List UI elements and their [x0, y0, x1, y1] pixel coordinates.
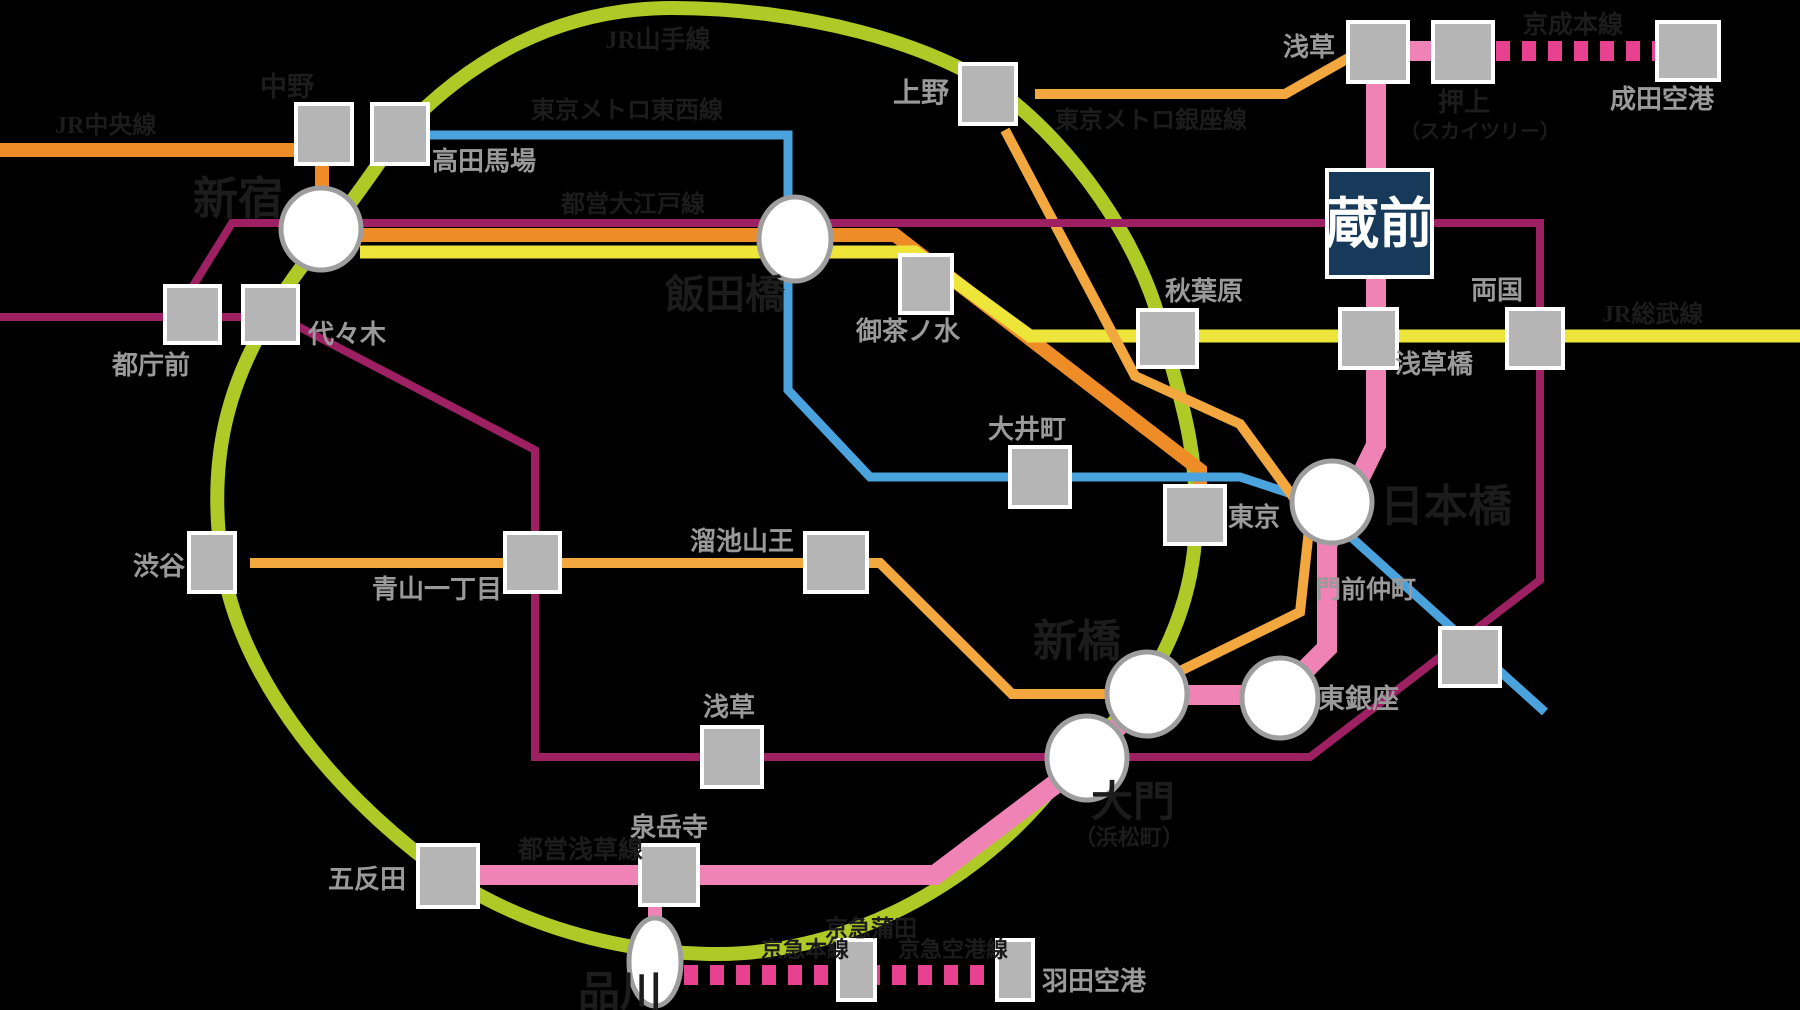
- lbl-kuramae: 蔵前: [1325, 194, 1433, 254]
- lbl-iidabashi: 飯田橋: [665, 272, 785, 317]
- rail-line-ginza: [250, 51, 1355, 699]
- lbl-tochomae: 都庁前: [111, 350, 190, 380]
- interchange-circle-higashi-ginza: [1239, 655, 1321, 741]
- lbl-hamamatsucho: （浜松町）: [1074, 825, 1184, 850]
- lbl-yoyogi: 代々木: [307, 320, 386, 349]
- lbl-asakusa: 浅草: [1283, 33, 1335, 62]
- lbl-shinjuku: 新宿: [193, 174, 283, 224]
- station-box-asakusa-oedo: [700, 725, 764, 789]
- lbl-akihabara: 秋葉原: [1165, 277, 1243, 306]
- lbl-ochanomizu: 御茶ノ水: [855, 316, 961, 346]
- lbl-oedo: 都営大江戸線: [560, 190, 705, 218]
- lbl-haneda: 羽田空港: [1042, 966, 1147, 996]
- highlight-station-box-kuramae: [1325, 168, 1434, 279]
- interchange-circle-shinjuku: [278, 185, 364, 273]
- station-box-ochanomizu: [898, 253, 954, 315]
- station-box-gotanda: [416, 843, 480, 909]
- lbl-asakusabashi: 浅草橋: [1395, 350, 1474, 379]
- lbl-keisei-main: 京成本線: [1523, 10, 1623, 39]
- station-box-nakano: [294, 102, 354, 166]
- station-box-narita-airport: [1655, 20, 1721, 82]
- lbl-gotanda: 五反田: [328, 865, 406, 894]
- lbl-shinagawa: 品川: [578, 970, 662, 1010]
- station-box-ueno: [958, 62, 1018, 126]
- station-box-keikyu-kamata: [836, 938, 877, 1002]
- lbl-shibuya: 渋谷: [133, 552, 186, 581]
- lbl-tameike: 溜池山王: [690, 526, 794, 556]
- lbl-jr-sobu: JR総武線: [1602, 300, 1703, 328]
- station-box-sengakuji: [638, 843, 700, 907]
- lbl-tozai: 東京メトロ東西線: [531, 96, 723, 124]
- rail-line-yamanote: [210, 0, 1204, 962]
- station-box-asakusa: [1346, 20, 1410, 84]
- station-box-haneda-airport: [995, 938, 1035, 1002]
- station-box-tokyo: [1163, 484, 1227, 546]
- lbl-keikyu-airport: 京急空港線: [898, 937, 1008, 962]
- station-box-ryogoku: [1505, 307, 1565, 370]
- lbl-daimon: 大門: [1091, 779, 1175, 826]
- lbl-skytree: （スカイツリー）: [1400, 120, 1560, 143]
- lbl-keikyu-main: 京急本線: [761, 937, 849, 962]
- lbl-nakano: 中野: [260, 72, 314, 102]
- lbl-keikyu-kamata: 京急蒲田: [825, 915, 917, 941]
- lbl-oshiage: 押上: [1438, 88, 1490, 117]
- lbl-asakusa-oedo: 浅草: [703, 693, 755, 722]
- lbl-tokyo: 東京: [1228, 502, 1280, 532]
- lbl-ueno: 上野: [893, 77, 949, 109]
- lbl-narita: 成田空港: [1610, 84, 1715, 114]
- rail-line-oedo: [0, 219, 1544, 761]
- lbl-higashi-ginza: 東銀座: [1318, 683, 1399, 714]
- lbl-jr-yamanote: JR山手線: [605, 25, 711, 54]
- lbl-oimachi: 大井町: [988, 415, 1066, 444]
- station-box-takadanobaba: [370, 102, 430, 166]
- station-box-monzen-nakacho: [1438, 626, 1502, 688]
- lbl-aoyama: 青山一丁目: [372, 575, 502, 604]
- station-box-asakusabashi: [1338, 307, 1399, 370]
- station-box-tameike-sanno: [803, 531, 869, 594]
- station-box-oimachi: [1008, 445, 1072, 509]
- lbl-toei-asakusa: 都営浅草線: [517, 835, 643, 864]
- interchange-circle-nihonbashi: [1289, 458, 1375, 546]
- station-box-aoyama-itchome: [503, 531, 562, 594]
- lbl-sengakuji: 泉岳寺: [630, 812, 708, 842]
- lbl-ryogoku: 両国: [1471, 276, 1523, 305]
- station-box-yoyogi: [241, 284, 300, 345]
- lbl-shimbashi: 新橋: [1033, 617, 1121, 666]
- interchange-circle-iidabashi: [756, 194, 834, 284]
- rail-line-sobu: [360, 245, 1800, 343]
- station-box-akihabara: [1136, 308, 1199, 369]
- interchange-circle-shinagawa: [626, 915, 684, 1009]
- lbl-jr-chuo: JR中央線: [55, 111, 156, 139]
- interchange-circle-shimbashi: [1104, 649, 1190, 739]
- station-box-tochomae: [163, 284, 222, 345]
- interchange-circle-daimon: [1044, 713, 1130, 803]
- lbl-ginza: 東京メトロ銀座線: [1055, 106, 1247, 134]
- lbl-takadanobaba: 高田馬場: [432, 146, 536, 176]
- lbl-monzen: 門前仲町: [1316, 575, 1416, 604]
- station-box-oshiage: [1431, 20, 1495, 84]
- station-box-shibuya: [187, 531, 237, 594]
- lbl-nihonbashi: 日本橋: [1380, 482, 1512, 531]
